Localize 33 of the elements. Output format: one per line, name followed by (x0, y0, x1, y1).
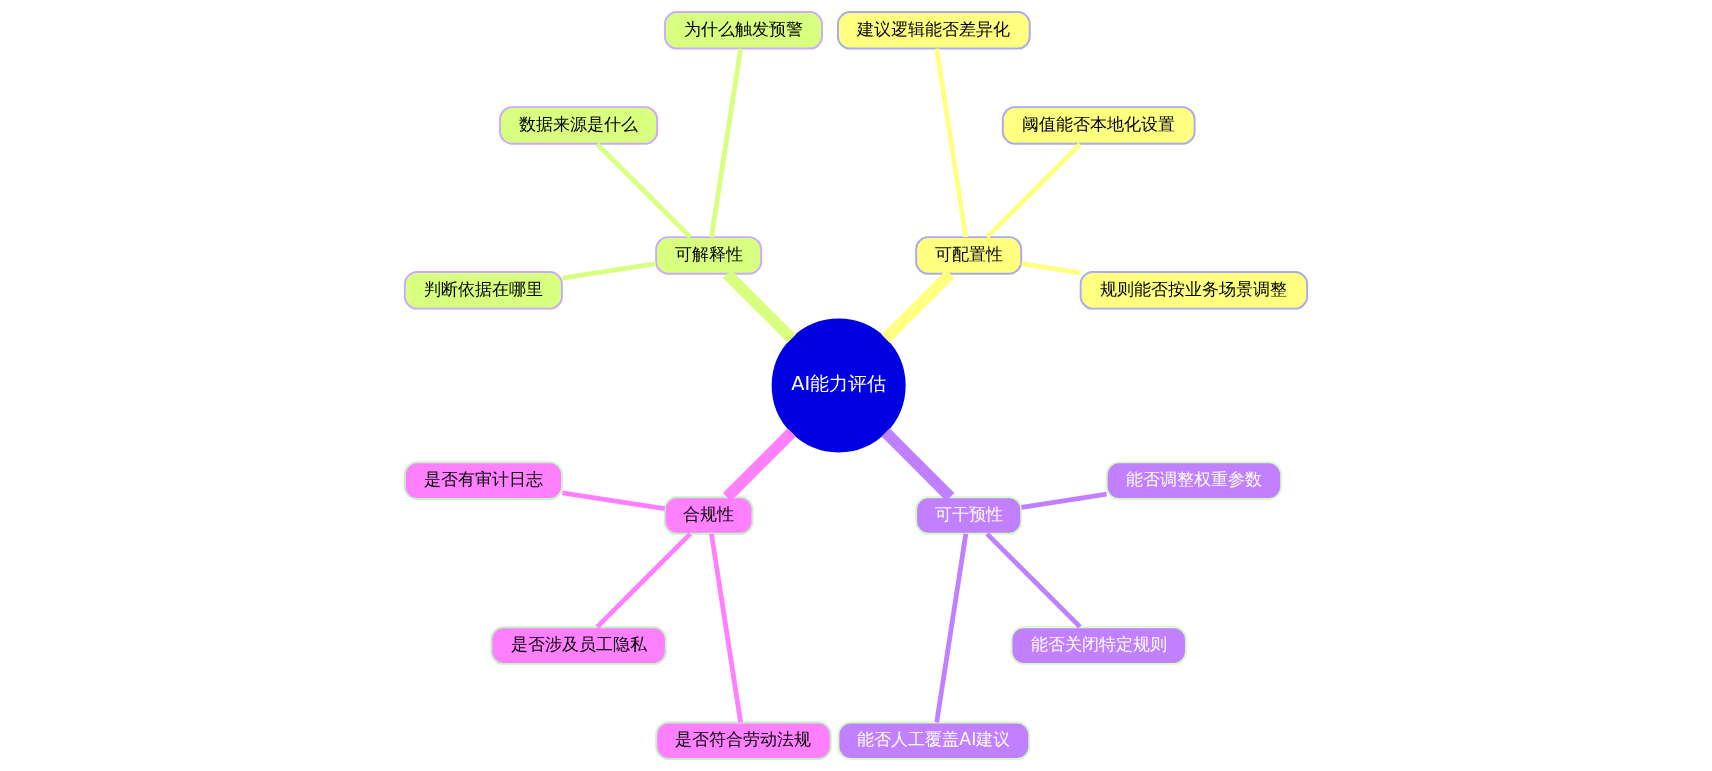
connector (561, 490, 666, 512)
connector (595, 142, 692, 239)
node-box: 能否人工覆盖AI建议 (837, 721, 1031, 761)
connector (709, 48, 743, 238)
node-box: 为什么触发预警 (663, 10, 823, 50)
connector (722, 428, 796, 502)
node-box: 判断依据在哪里 (403, 271, 563, 310)
connector (562, 261, 657, 281)
node-box: 合规性 (663, 496, 754, 535)
connector (881, 269, 955, 343)
connector (985, 142, 1082, 239)
node-box: 建议逻辑能否差异化 (836, 10, 1031, 50)
connector (934, 533, 969, 723)
connector (985, 532, 1082, 629)
node-box: 可解释性 (655, 236, 763, 275)
connector (722, 269, 796, 343)
node-box: 规则能否按业务场景调整 (1079, 271, 1309, 310)
node-box: 阈值能否本地化设置 (1001, 106, 1196, 145)
connector (1021, 261, 1081, 276)
node-box: 是否涉及员工隐私 (490, 626, 667, 665)
node-box: 可干预性 (915, 496, 1023, 535)
node-circle: AI能力评估 (771, 318, 906, 453)
node-box: 能否关闭特定规则 (1010, 626, 1187, 665)
node-box: 数据来源是什么 (499, 106, 659, 145)
connector (881, 428, 955, 502)
node-box: 是否有审计日志 (403, 461, 563, 500)
node-box: 是否符合劳动法规 (655, 721, 832, 761)
node-box: 能否调整权重参数 (1105, 461, 1283, 500)
node-box: 可配置性 (915, 236, 1023, 275)
connector (934, 48, 969, 238)
connector (709, 533, 743, 723)
connector (1021, 491, 1107, 510)
connector (595, 532, 692, 629)
